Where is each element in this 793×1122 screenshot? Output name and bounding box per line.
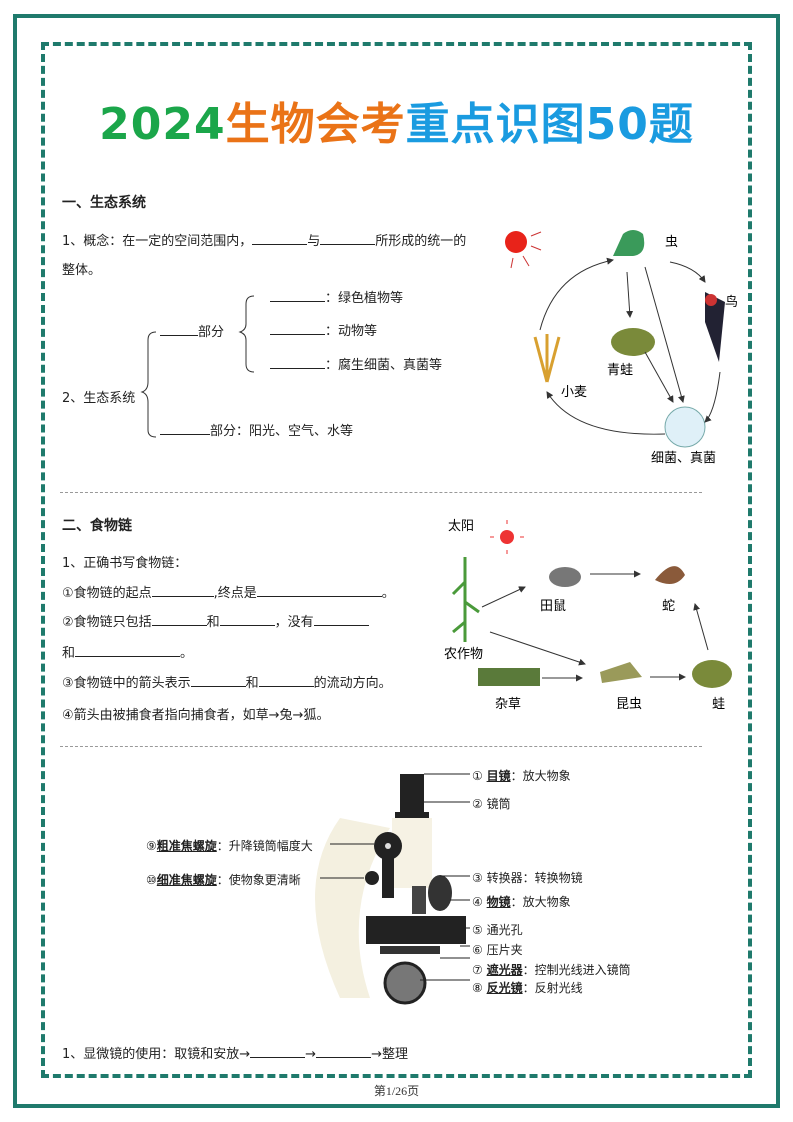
sun-icon <box>500 530 514 544</box>
page-number: 第1/26页 <box>373 1084 420 1098</box>
insect-icon <box>600 662 642 683</box>
section-heading-food-chain: 二、食物链 <box>62 518 132 534</box>
svg-text:细菌、真菌: 细菌、真菌 <box>651 451 716 466</box>
biotic-part: 部分 <box>160 321 224 340</box>
bird-icon <box>705 292 725 362</box>
label-diaphragm: ⑦ 遮光器：控制光线进入镜筒 <box>472 963 631 977</box>
svg-text:太阳: 太阳 <box>448 519 474 534</box>
svg-text:杂草: 杂草 <box>495 697 521 712</box>
dashed-frame <box>41 42 752 1078</box>
food-chain-line-3: ②食物链只包括和，没有 <box>62 611 369 630</box>
svg-text:蛇: 蛇 <box>662 599 675 614</box>
food-chain-line-1: 1、正确书写食物链： <box>62 556 188 571</box>
frog-icon <box>611 328 655 356</box>
decomposer-line: ：腐生细菌、真菌等 <box>270 354 442 373</box>
svg-text:农作物: 农作物 <box>444 647 483 662</box>
ecosystem-label: 2、生态系统 <box>62 391 136 406</box>
svg-text:鸟: 鸟 <box>725 294 738 310</box>
label-fine-focus: ⑩细准焦螺旋：使物象更清晰 <box>146 873 301 887</box>
svg-text:田鼠: 田鼠 <box>540 599 566 614</box>
page-border <box>13 14 780 1108</box>
food-web-diagram: 太阳 田鼠 蛇 农作物 杂草 昆虫 蛙 <box>444 519 732 712</box>
caterpillar-icon <box>613 230 645 256</box>
svg-text:蛙: 蛙 <box>712 697 725 712</box>
producer-line: ：绿色植物等 <box>270 287 403 306</box>
svg-text:青蛙: 青蛙 <box>607 363 633 378</box>
label-mirror: ⑧ 反光镜：反射光线 <box>472 981 583 995</box>
frog-icon <box>692 660 732 688</box>
snake-icon <box>655 566 685 584</box>
label-objective: ④ 物镜：放大物象 <box>472 895 571 909</box>
concept-line: 1、概念：在一定的空间范围内，与所形成的统一的 <box>62 234 467 249</box>
food-chain-line-5: ③食物链中的箭头表示和的流动方向。 <box>62 676 392 691</box>
svg-text:虫: 虫 <box>665 235 678 250</box>
consumer-line: ：动物等 <box>270 320 377 339</box>
svg-text:小麦: 小麦 <box>561 385 587 400</box>
grass-icon <box>478 668 540 686</box>
sun-icon <box>505 231 527 253</box>
label-aperture: ⑤ 通光孔 <box>472 923 523 937</box>
label-eyepiece: ① 目镜：放大物象 <box>472 769 571 783</box>
section-heading-ecosystem: 一、生态系统 <box>62 195 146 211</box>
abiotic-part: 部分：阳光、空气、水等 <box>160 420 353 439</box>
wheat-icon <box>533 334 561 383</box>
mouse-icon <box>549 567 581 587</box>
svg-text:昆虫: 昆虫 <box>616 697 642 712</box>
label-tube: ② 镜筒 <box>472 797 511 811</box>
microbe-icon <box>664 406 706 448</box>
divider <box>60 746 702 747</box>
label-clip: ⑥ 压片夹 <box>472 943 523 957</box>
food-chain-line-2: ①食物链的起点,终点是。 <box>62 586 395 601</box>
food-chain-line-4: 和。 <box>62 646 194 661</box>
ecosystem-diagram: 虫 鸟 青蛙 小麦 细菌、真菌 <box>505 230 738 466</box>
page-title: 2024生物会考重点识图50题 <box>99 99 694 150</box>
food-chain-line-6: ④箭头由被捕食者指向捕食者，如草→兔→狐。 <box>62 708 330 723</box>
label-coarse-focus: ⑨粗准焦螺旋：升降镜筒幅度大 <box>146 839 313 853</box>
label-nosepiece: ③ 转换器：转换物镜 <box>472 871 583 885</box>
microscope-usage-line: 1、显微镜的使用：取镜和安放→→→整理 <box>62 1047 408 1062</box>
microscope-image <box>315 773 470 1005</box>
divider <box>60 492 702 493</box>
concept-line-end: 整体。 <box>62 263 102 278</box>
braces <box>140 295 255 438</box>
